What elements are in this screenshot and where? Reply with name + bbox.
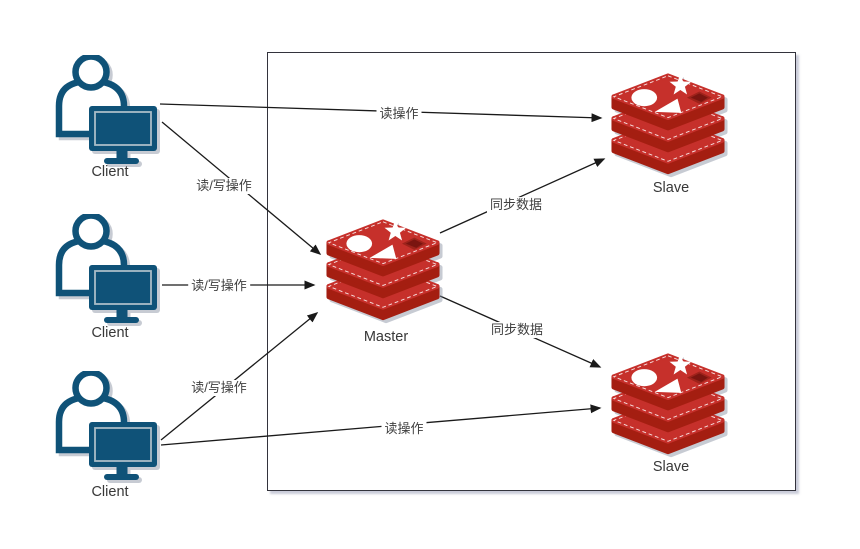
edge-label-readwrite-middle: 读/写操作 [188,278,250,294]
slave2-label: Slave [652,459,690,475]
client3-icon [59,373,157,481]
edge-label-read-bottom: 读操作 [381,421,427,437]
replication-boundary-box [267,52,796,491]
edge-label-sync-bottom: 同步数据 [487,322,547,338]
client2-icon [59,216,157,324]
client3-label: Client [91,484,129,500]
edge-label-read-top: 读操作 [376,106,422,122]
client2-label: Client [91,325,129,341]
client1-label: Client [91,164,129,180]
edge-label-sync-top: 同步数据 [486,197,546,213]
edge-label-readwrite-bottom: 读/写操作 [188,380,250,396]
slave1-label: Slave [652,180,690,196]
master-label: Master [363,329,409,345]
client1-icon [59,57,157,165]
edge-label-readwrite-top: 读/写操作 [193,178,255,194]
